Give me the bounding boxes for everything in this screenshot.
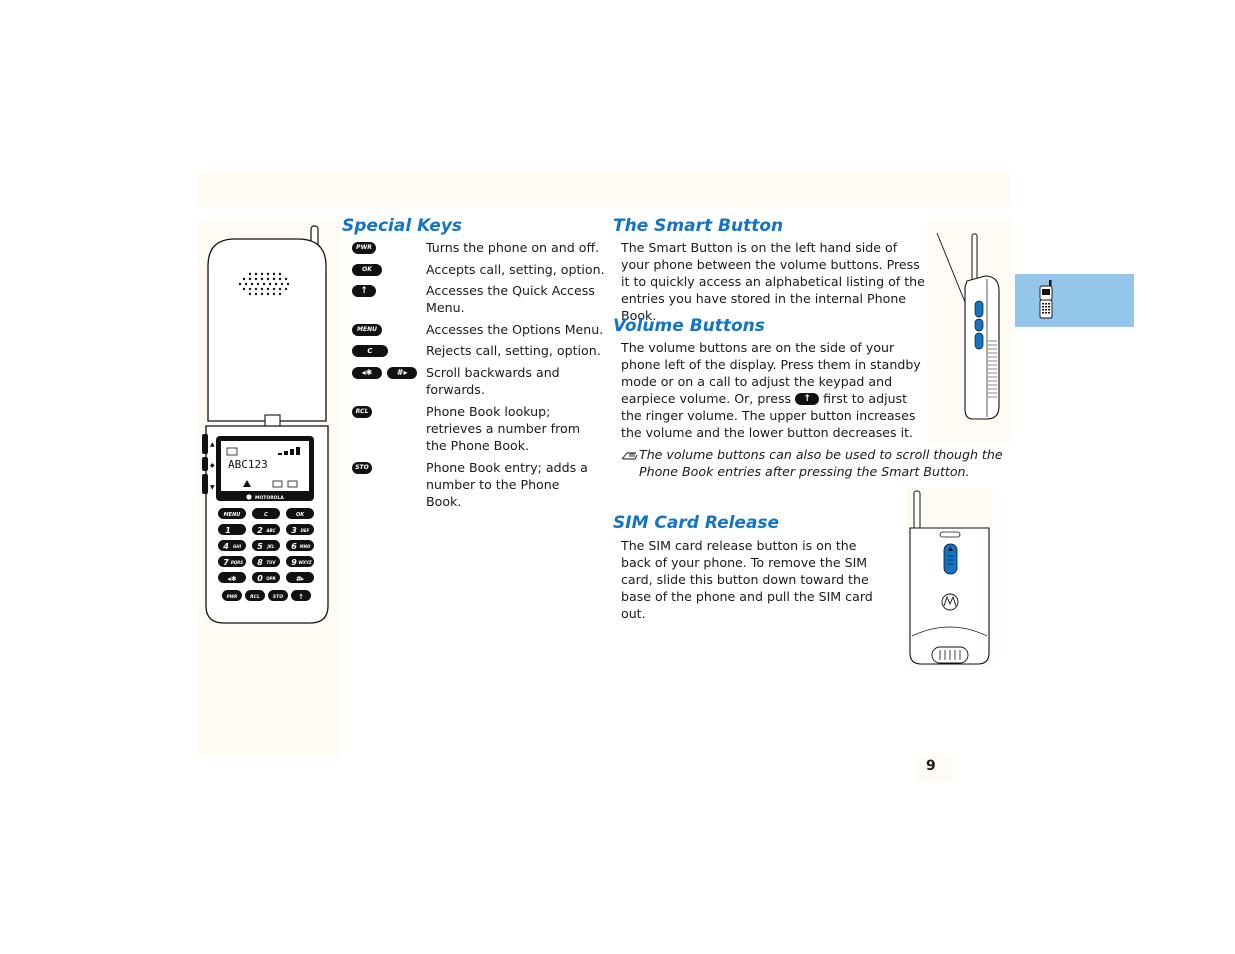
svg-text:1: 1 xyxy=(225,526,231,535)
page-number: 9 xyxy=(926,758,936,774)
volume-up-side-button xyxy=(202,434,208,454)
battery-icon xyxy=(226,447,238,456)
phone-tab-icon xyxy=(1039,280,1053,319)
scroll-keys-description: Scroll backwards and forwards. xyxy=(426,365,560,397)
svg-text:▲: ▲ xyxy=(210,441,215,448)
smart-button-body: The Smart Button is on the left hand sid… xyxy=(621,240,925,323)
quick-access-key-description: Accesses the Quick Access Menu. xyxy=(426,283,595,315)
page-number-panel xyxy=(917,756,953,782)
svg-text:◆: ◆ xyxy=(210,462,215,469)
ok-key-icon: OK xyxy=(352,264,382,283)
signal-icon xyxy=(278,447,300,455)
rcl-key-icon: RCL xyxy=(352,406,372,425)
volume-buttons-title: Volume Buttons xyxy=(613,316,765,336)
brand-logo: MOTOROLA xyxy=(255,495,284,501)
c-key-description: Rejects call, setting, option. xyxy=(426,343,601,358)
volume-buttons-body-part1: The volume buttons are on the side of yo… xyxy=(621,340,921,406)
side-smart-button xyxy=(974,318,984,332)
smart-side-button xyxy=(202,457,208,471)
phone-side-illustration xyxy=(936,232,1000,420)
flip-lid xyxy=(207,238,327,422)
svg-text:RCL: RCL xyxy=(250,594,260,600)
sim-card-title: SIM Card Release xyxy=(613,513,780,533)
logo-icon xyxy=(246,494,252,500)
volume-down-side-button xyxy=(202,474,208,494)
svg-text:MNO: MNO xyxy=(300,544,311,549)
svg-text:ABC: ABC xyxy=(265,528,275,533)
svg-text:◂✱: ◂✱ xyxy=(227,575,237,583)
sim-card-body: The SIM card release button is on the ba… xyxy=(621,538,873,621)
svg-text:0: 0 xyxy=(257,574,263,583)
note-hand-icon xyxy=(621,452,638,460)
display-screen xyxy=(221,441,309,491)
earpiece-grille xyxy=(235,268,297,298)
back-logo-icon xyxy=(941,593,959,611)
pwr-key-icon: PWR xyxy=(352,242,376,261)
svg-text:PQRS: PQRS xyxy=(231,560,243,565)
svg-text:↑: ↑ xyxy=(298,593,304,601)
svg-text:PWR: PWR xyxy=(227,594,237,599)
svg-text:OK: OK xyxy=(296,512,305,518)
svg-text:TUV: TUV xyxy=(266,560,276,565)
side-volume-up xyxy=(974,300,984,318)
chapter-tab xyxy=(1015,274,1134,327)
svg-text:3: 3 xyxy=(291,526,297,535)
volume-buttons-body: The volume buttons are on the side of yo… xyxy=(621,339,929,441)
smart-button-title: The Smart Button xyxy=(613,216,784,236)
earpiece-holes xyxy=(238,272,290,296)
rcl-key-description: Phone Book lookup; retrieves a number fr… xyxy=(426,404,580,453)
svg-text:5: 5 xyxy=(257,542,263,551)
svg-text:WXYZ: WXYZ xyxy=(298,560,311,565)
svg-text:7: 7 xyxy=(223,558,229,567)
c-key-icon: C xyxy=(352,345,388,364)
side-volume-down xyxy=(974,332,984,350)
svg-text:MENU: MENU xyxy=(224,512,241,518)
special-keys-title: Special Keys xyxy=(342,216,463,236)
menu-key-description: Accesses the Options Menu. xyxy=(426,322,604,337)
quick-access-key-icon: ↑ xyxy=(352,285,376,304)
display-text: ABC123 xyxy=(228,458,268,471)
sim-release-button xyxy=(943,543,958,575)
svg-text:9: 9 xyxy=(291,558,297,567)
phone-back-illustration xyxy=(909,490,990,665)
pwr-key-description: Turns the phone on and off. xyxy=(426,240,600,255)
svg-text:2: 2 xyxy=(257,526,263,535)
sto-key-description: Phone Book entry; adds a number to the P… xyxy=(426,460,588,509)
svg-text:GHI: GHI xyxy=(233,544,242,549)
svg-text:4: 4 xyxy=(222,542,229,551)
svg-text:▼: ▼ xyxy=(210,484,215,491)
scroll-keys-icon: ◂✱ #▸ xyxy=(352,367,418,386)
svg-text:STO: STO xyxy=(273,594,283,600)
volume-buttons-note: The volume buttons can also be used to s… xyxy=(639,447,1003,479)
quick-access-inline-icon: ↑ xyxy=(795,393,820,405)
svg-text:#▸: #▸ xyxy=(296,575,305,583)
svg-text:JKL: JKL xyxy=(266,544,275,549)
svg-text:DEF: DEF xyxy=(301,528,310,533)
svg-text:C: C xyxy=(264,512,268,518)
menu-key-icon: MENU xyxy=(352,324,382,343)
sto-key-icon: STO xyxy=(352,462,372,481)
display-status-icons xyxy=(243,480,298,488)
volume-buttons-body-part2: first to adjust the ringer volume. The u… xyxy=(621,391,916,440)
header-band xyxy=(198,172,1010,207)
svg-text:8: 8 xyxy=(257,558,263,567)
svg-text:6: 6 xyxy=(291,542,297,551)
ok-key-description: Accepts call, setting, option. xyxy=(426,262,605,277)
svg-text:OPR: OPR xyxy=(266,576,275,581)
